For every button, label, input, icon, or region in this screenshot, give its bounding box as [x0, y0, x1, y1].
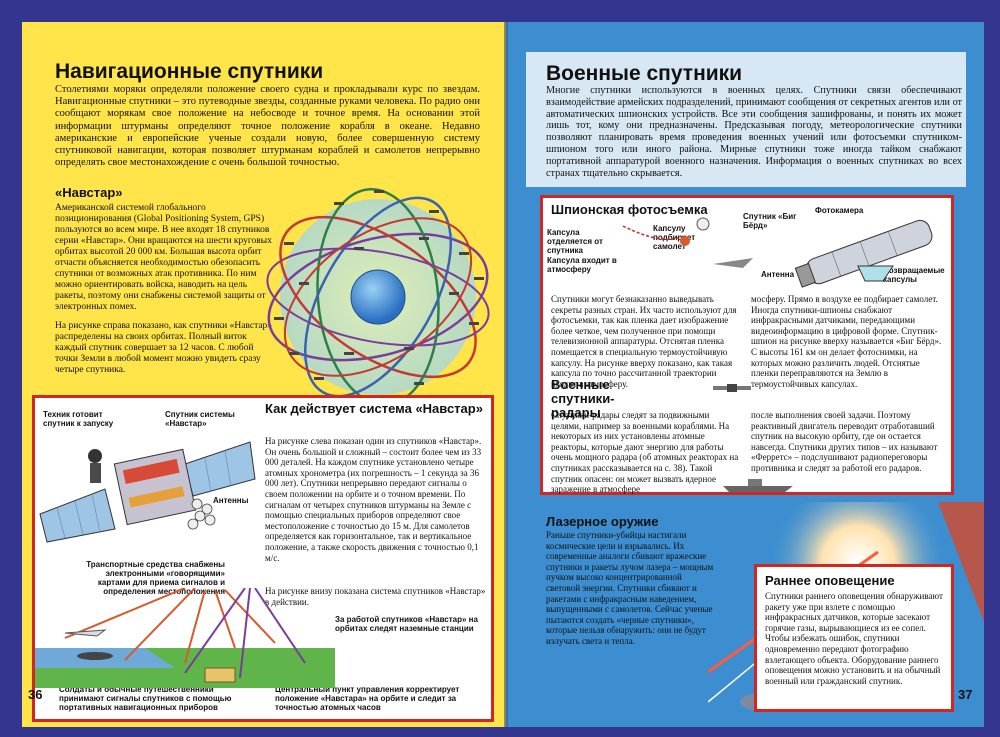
navstar-in-action-illustration	[35, 588, 335, 688]
spy-heading: Шпионская фотосъемка	[551, 202, 708, 217]
label-transport: Транспортные средства снабжены электронн…	[86, 560, 225, 596]
spy-photo-box: Шпионская фотосъемка Капсула отделяется …	[540, 195, 954, 495]
spy-text-left: Спутники могут безнаказанно выведывать с…	[551, 294, 737, 389]
warship-illustration	[723, 479, 793, 492]
navstar-box-title: Как действует система «Навстар»	[265, 401, 483, 416]
spy-text-right: мосферу. Прямо в воздухе ее подбирает са…	[751, 294, 942, 389]
label-camera: Фотокамера	[815, 206, 864, 215]
early-warning-box: Раннее оповещение Спутники раннего опове…	[754, 564, 954, 712]
label-big-bird: Спутник «Биг Бёрд»	[743, 212, 797, 230]
label-capsule-atmosphere: Капсула входит в атмосферу	[547, 256, 617, 274]
early-warning-text: Спутники раннего оповещения обнаруживают…	[765, 591, 943, 686]
navstar-text-2: На рисунке справа показано, как спутники…	[55, 321, 273, 375]
left-page-title: Навигационные спутники	[55, 60, 324, 83]
label-ground-stations: За работой спутников «Навстар» на орбита…	[335, 615, 478, 633]
spy-satellite-illustration	[622, 217, 933, 288]
early-warning-heading: Раннее оповещение	[765, 573, 895, 588]
laser-text: Раньше спутники-убийцы настигали космиче…	[546, 530, 714, 646]
right-page-number: 37	[958, 687, 973, 702]
navstar-box-text-2: На рисунке внизу показана система спутни…	[265, 586, 486, 607]
label-antenna: Антенна	[761, 270, 795, 279]
label-capsule-separates: Капсула отделяется от спутника	[547, 228, 603, 255]
navstar-info-box: Как действует система «Навстар» На рисун…	[32, 395, 494, 722]
radar-satellite-icon	[713, 384, 751, 392]
laser-heading: Лазерное оружие	[546, 514, 659, 529]
navstar-heading: «Навстар»	[55, 185, 123, 200]
left-intro-text: Столетиями моряки определяли положение с…	[55, 84, 480, 169]
left-page: Навигационные спутники Столетиями моряки…	[22, 22, 504, 727]
radar-text-left: Спутники-радары следят за подвижными цел…	[551, 410, 739, 495]
right-intro-text: Многие спутники используются в военных ц…	[546, 85, 962, 179]
label-return-capsules: Возвращаемые капсулы	[883, 266, 945, 284]
label-control-center: Центральный пункт управления корректируе…	[275, 685, 460, 712]
radar-heading: Военные спутники-радары	[551, 377, 615, 420]
label-navstar-satellite: Спутник системы «Навстар»	[165, 410, 235, 428]
label-plane-picks-up: Капсулу подбирает самолет	[653, 224, 696, 251]
navstar-box-text: На рисунке слева показан один из спутник…	[265, 436, 482, 563]
navstar-orbits-illustration	[266, 188, 490, 406]
label-technician: Техник готовит спутник к запуску	[43, 410, 114, 428]
laser-satellite-illustration	[513, 502, 603, 727]
right-page: Военные спутники Многие спутники использ…	[508, 22, 984, 727]
navstar-satellite-illustration	[39, 441, 256, 543]
right-page-title: Военные спутники	[546, 62, 743, 85]
radar-text-right: после выполнения своей задачи. Поэтому р…	[751, 410, 938, 473]
label-soldiers: Солдаты и обычные путешественники приним…	[59, 685, 232, 712]
navstar-text: Американской системой глобального позици…	[55, 203, 272, 312]
right-header-panel	[526, 52, 966, 187]
label-antennas: Антенны	[213, 496, 249, 505]
left-page-number: 36	[28, 687, 43, 702]
